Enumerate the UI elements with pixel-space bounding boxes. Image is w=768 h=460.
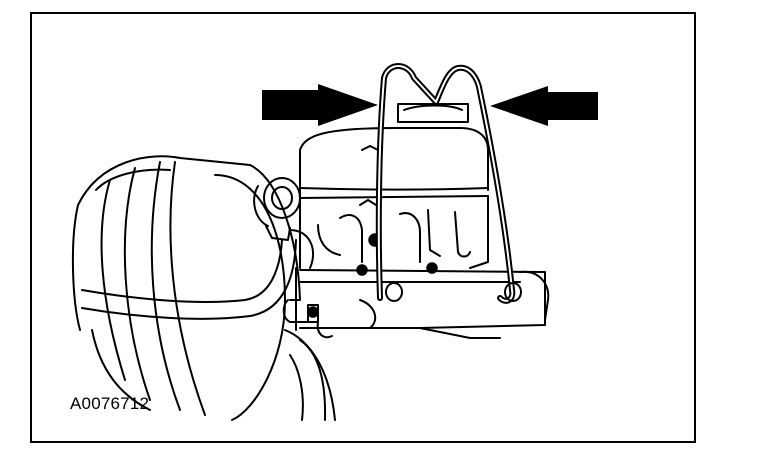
fasteners: [307, 233, 438, 318]
figure-id-label: A0076712: [70, 394, 150, 413]
figure-frame: [30, 12, 696, 443]
vacuum-hose: [81, 239, 297, 320]
vacuum-check-valve: [253, 177, 315, 269]
arrow-right: [490, 86, 598, 126]
brake-booster: [71, 155, 336, 421]
master-cylinder-body: [282, 267, 550, 339]
arrow-left: [262, 84, 378, 126]
retaining-clip: [375, 63, 522, 304]
fluid-reservoir: [299, 103, 489, 269]
